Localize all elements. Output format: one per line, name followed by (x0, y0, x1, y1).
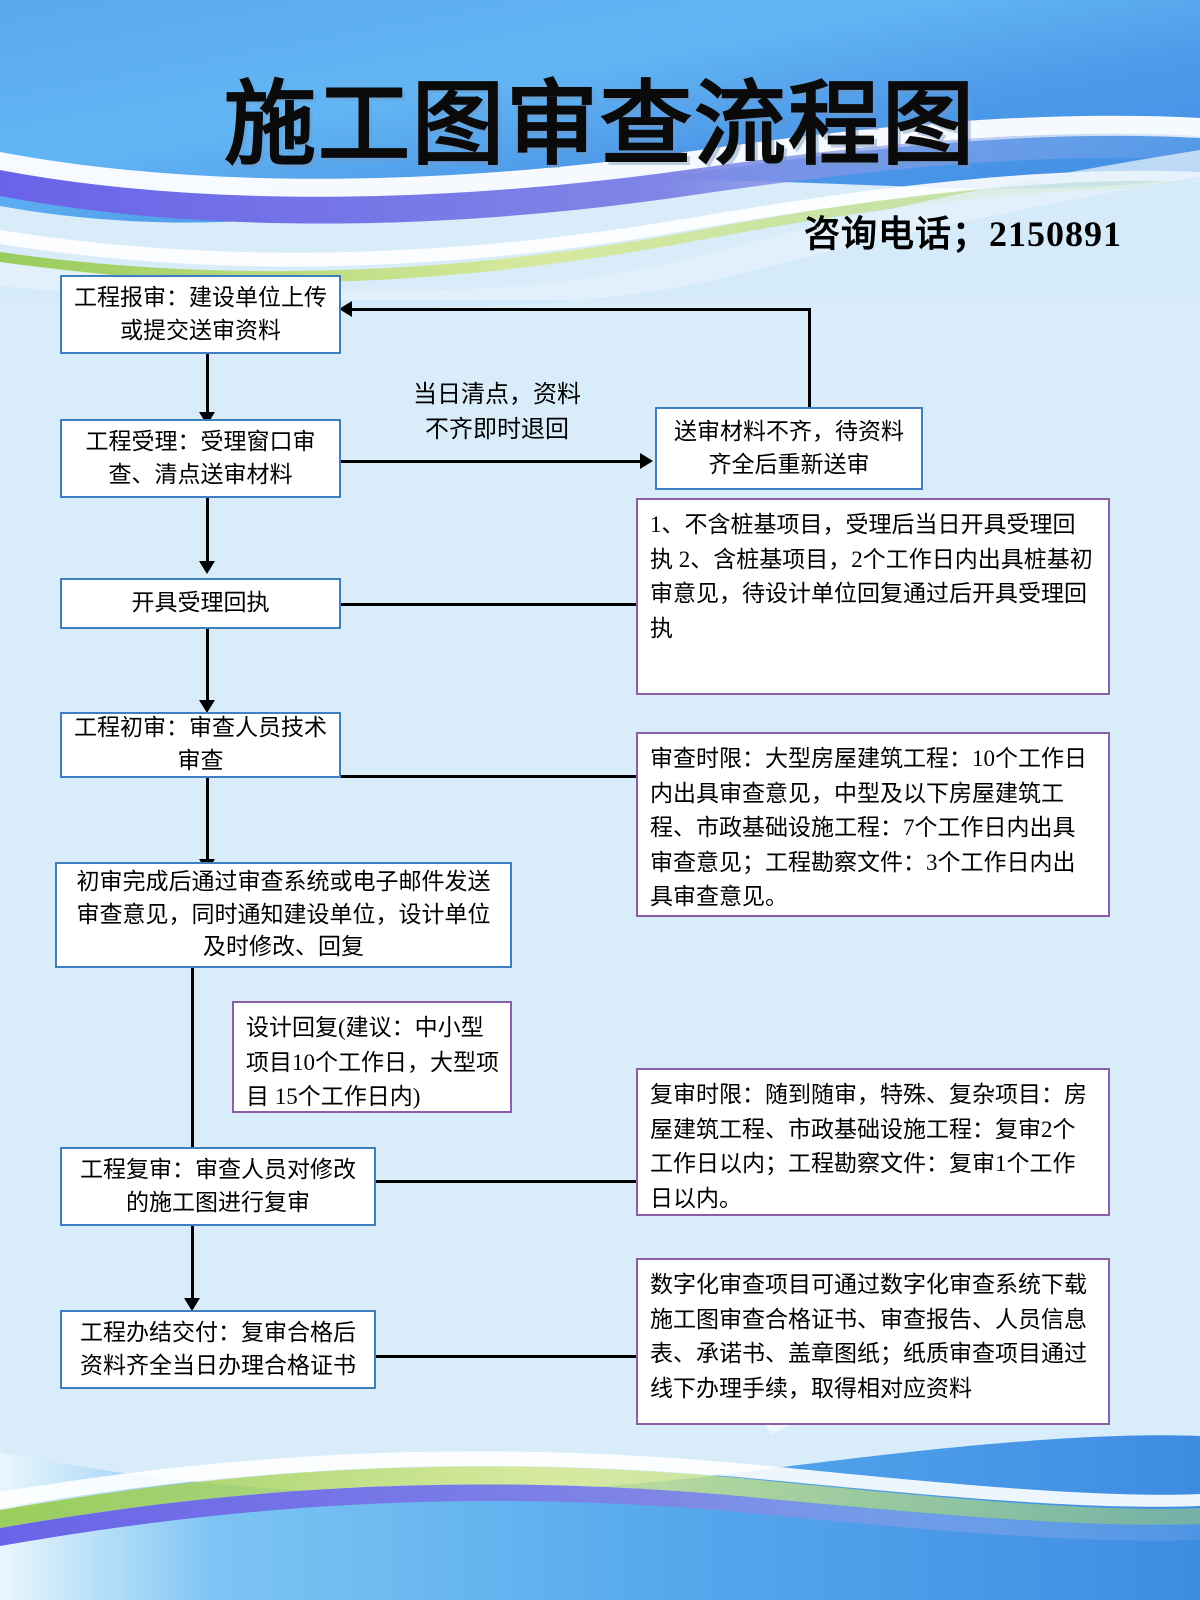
connector-notify-review (191, 967, 194, 1152)
connector-first-note (340, 775, 636, 778)
flow-node-apply[interactable]: 工程报审：建设单位上传或提交送审资料 (60, 275, 341, 354)
note-receipt: 1、不含桩基项目，受理后当日开具受理回执 2、含桩基项目，2个工作日内出具桩基初… (636, 498, 1110, 695)
note-design-reply-text: 设计回复(建议：中小型项目10个工作日，大型项目 15个工作日内) (246, 1015, 499, 1109)
connector-accept-receipt (206, 497, 209, 563)
flow-node-receipt[interactable]: 开具受理回执 (60, 578, 341, 629)
flow-node-complete[interactable]: 工程办结交付：复审合格后资料齐全当日办理合格证书 (60, 1310, 376, 1389)
note-re-review-text: 复审时限：随到随审，特殊、复杂项目：房屋建筑工程、市政基础设施工程：复审2个工作… (650, 1082, 1087, 1211)
arrow-receipt-first (199, 700, 215, 713)
connector-first-notify (206, 777, 209, 861)
contact-phone: 咨询电话；2150891 (803, 214, 1122, 254)
flow-node-apply-label: 工程报审：建设单位上传或提交送审资料 (74, 284, 327, 343)
note-first-review: 审查时限：大型房屋建筑工程：10个工作日内出具审查意见，中型及以下房屋建筑工程、… (636, 732, 1110, 917)
edge-label-return: 当日清点，资料 不齐即时退回 (413, 382, 581, 443)
flow-node-return[interactable]: 送审材料不齐，待资料齐全后重新送审 (655, 407, 923, 490)
arrow-accept-return (640, 453, 653, 469)
arrow-accept-receipt (199, 561, 215, 574)
flow-node-notify-label: 初审完成后通过审查系统或电子邮件发送审查意见，同时通知建设单位，设计单位及时修改… (76, 869, 491, 960)
connector-review-complete (191, 1225, 194, 1300)
connector-accept-return (340, 460, 640, 463)
connector-receipt-note (340, 603, 636, 606)
flow-node-accept[interactable]: 工程受理：受理窗口审查、清点送审材料 (60, 419, 341, 498)
note-complete-text: 数字化审查项目可通过数字化审查系统下载施工图审查合格证书、审查报告、人员信息表、… (650, 1272, 1087, 1401)
connector-review-note (375, 1180, 636, 1183)
connector-receipt-first (206, 628, 209, 702)
note-receipt-text: 1、不含桩基项目，受理后当日开具受理回执 2、含桩基项目，2个工作日内出具桩基初… (650, 512, 1093, 641)
note-complete: 数字化审查项目可通过数字化审查系统下载施工图审查合格证书、审查报告、人员信息表、… (636, 1258, 1110, 1425)
connector-apply-accept (206, 353, 209, 415)
note-re-review: 复审时限：随到随审，特殊、复杂项目：房屋建筑工程、市政基础设施工程：复审2个工作… (636, 1068, 1110, 1216)
connector-return-to-apply (352, 308, 811, 311)
flow-node-accept-label: 工程受理：受理窗口审查、清点送审材料 (85, 428, 316, 487)
flow-node-first-review-label: 工程初审：审查人员技术审查 (74, 715, 327, 773)
flow-node-first-review[interactable]: 工程初审：审查人员技术审查 (60, 712, 341, 778)
connector-complete-note (375, 1355, 636, 1358)
page-title: 施工图审查流程图 (223, 71, 976, 178)
flow-node-complete-label: 工程办结交付：复审合格后资料齐全当日办理合格证书 (80, 1319, 356, 1378)
note-design-reply: 设计回复(建议：中小型项目10个工作日，大型项目 15个工作日内) (232, 1001, 512, 1113)
flow-node-re-review[interactable]: 工程复审：审查人员对修改的施工图进行复审 (60, 1147, 376, 1226)
note-first-review-text: 审查时限：大型房屋建筑工程：10个工作日内出具审查意见，中型及以下房屋建筑工程、… (650, 746, 1087, 909)
arrow-return-to-apply (339, 301, 352, 317)
connector-return-up (808, 308, 811, 409)
flow-node-return-label: 送审材料不齐，待资料齐全后重新送审 (674, 418, 904, 477)
flow-node-notify[interactable]: 初审完成后通过审查系统或电子邮件发送审查意见，同时通知建设单位，设计单位及时修改… (55, 862, 512, 968)
flow-node-receipt-label: 开具受理回执 (131, 590, 270, 616)
flow-node-re-review-label: 工程复审：审查人员对修改的施工图进行复审 (80, 1156, 356, 1215)
arrow-review-complete (184, 1298, 200, 1311)
